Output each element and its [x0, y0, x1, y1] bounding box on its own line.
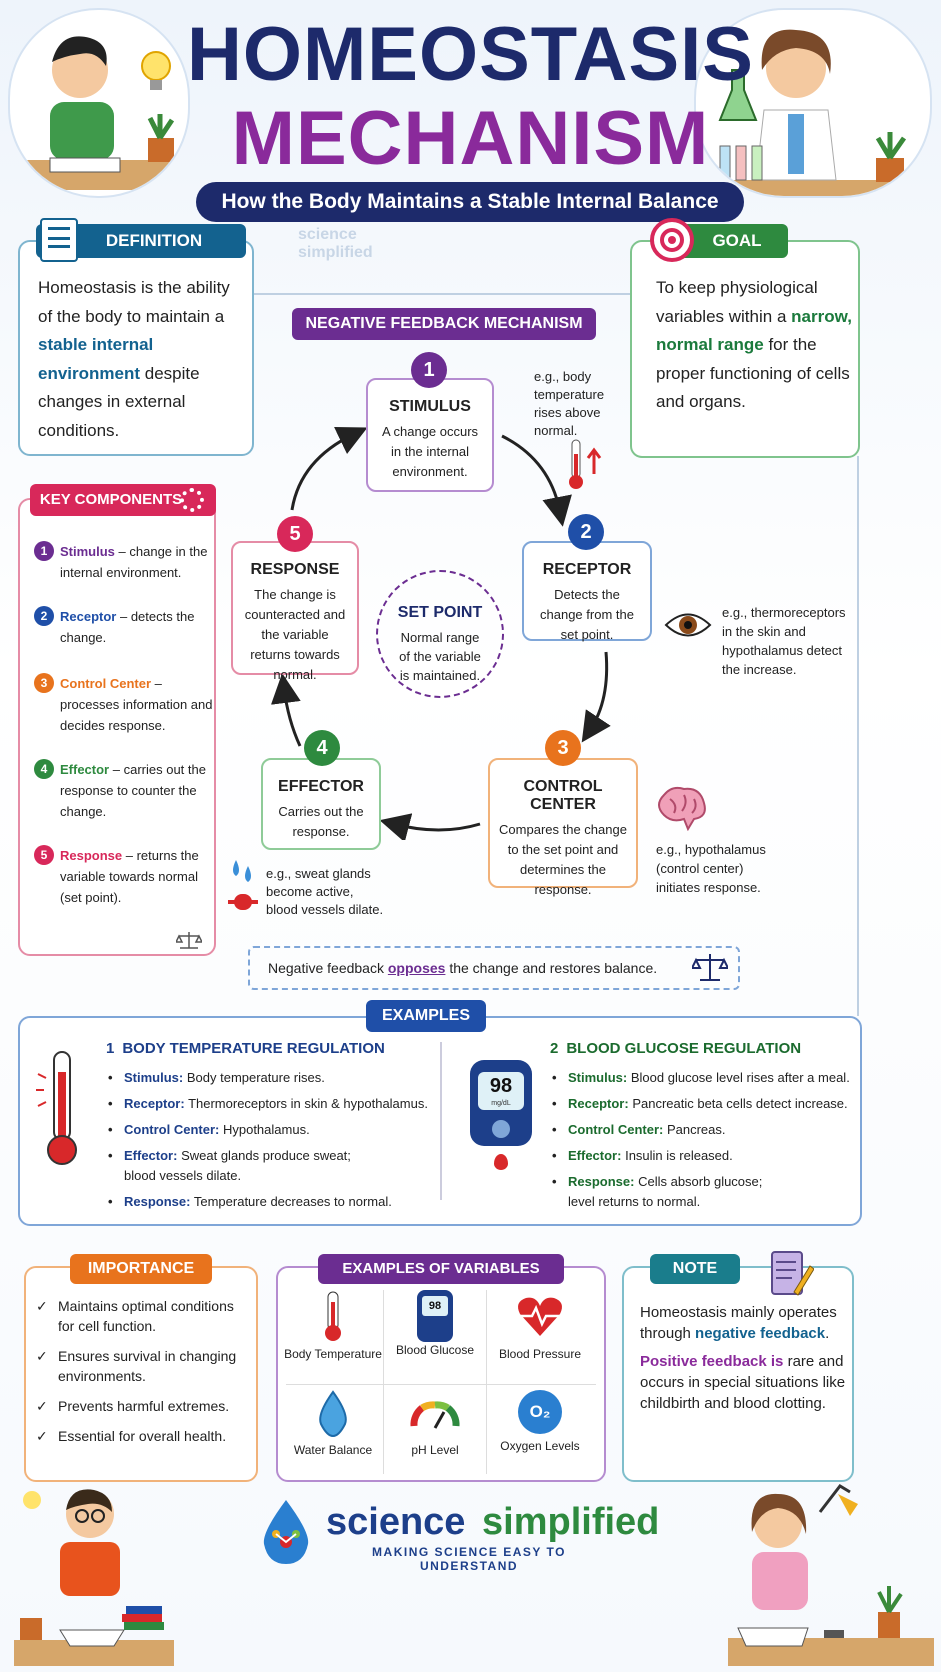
eye-icon	[664, 610, 712, 640]
step-1-badge: 1	[411, 352, 447, 388]
stimulus-example: e.g., body temperature rises above norma…	[534, 369, 605, 438]
receptor-node: RECEPTOR Detects the change from the set…	[522, 541, 652, 642]
example1-list: Stimulus: Body temperature rises. Recept…	[108, 1068, 434, 1218]
definition-box	[18, 240, 254, 456]
glucose-meter-icon: 98 mg/dL	[468, 1060, 534, 1172]
sweat-drops-icon	[228, 856, 258, 920]
note-heading: NOTE	[650, 1254, 740, 1284]
brand-name: science simplified	[326, 1501, 660, 1543]
brand-tagline: MAKING SCIENCE EASY TO UNDERSTAND	[372, 1545, 566, 1573]
set-point-desc: Normal range of the variable is maintain…	[399, 630, 481, 683]
page-title-line1: HOMEOSTASIS	[187, 12, 754, 97]
student-writing-illustration	[728, 1452, 934, 1666]
step-2-badge: 2	[568, 514, 604, 550]
key-component-2: 2 Receptor – detects the change.	[34, 606, 214, 648]
definition-heading: DEFINITION	[105, 231, 203, 250]
note-box	[622, 1266, 854, 1482]
frame-right-line	[857, 456, 859, 1016]
definition-text: Homeostasis is the ability of the body t…	[38, 278, 230, 440]
notepad-icon	[766, 1248, 815, 1300]
mechanism-heading: NEGATIVE FEEDBACK MECHANISM	[292, 308, 596, 340]
page-subtitle: How the Body Maintains a Stable Internal…	[196, 182, 744, 222]
watermark: science simplified	[298, 226, 373, 261]
page-title-line2: MECHANISM	[231, 96, 710, 181]
key-components-box	[18, 498, 216, 956]
importance-list: Maintains optimal conditions for cell fu…	[36, 1296, 246, 1456]
variables-vline-1	[383, 1290, 384, 1474]
cycle-arrows	[270, 426, 611, 840]
key-component-3: 3 Control Center – processes information…	[34, 673, 214, 736]
key-component-1: 1 Stimulus – change in the internal envi…	[34, 541, 214, 583]
control-center-node: CONTROL CENTER Compares the change to th…	[488, 758, 638, 897]
goal-text: To keep physiological variables within a…	[656, 278, 852, 412]
student-reading-illustration	[14, 1480, 174, 1666]
thermometer-rising-icon	[566, 438, 606, 492]
set-point-title: SET POINT	[397, 604, 483, 621]
variable-body-temperature: Body Temperature	[281, 1290, 385, 1362]
variables-heading: EXAMPLES OF VARIABLES	[318, 1254, 564, 1284]
variable-ph-level: pH Level	[383, 1390, 487, 1458]
control-center-example: e.g., hypothalamus (control center) init…	[656, 842, 766, 895]
variables-vline-2	[486, 1290, 487, 1474]
key-component-5: 5 Response – returns the variable toward…	[34, 845, 214, 908]
variable-blood-pressure: Blood Pressure	[488, 1290, 592, 1362]
variables-hline	[286, 1384, 596, 1385]
step-5-badge: 5	[277, 516, 313, 552]
oxygen-icon: O₂	[518, 1390, 562, 1434]
document-icon	[40, 218, 78, 262]
note-text: Homeostasis mainly operates through nega…	[640, 1304, 846, 1412]
thermometer-icon	[34, 1050, 90, 1168]
variable-water-balance: Water Balance	[281, 1390, 385, 1458]
water-drop-icon	[319, 1390, 347, 1438]
effector-node: EFFECTOR Carries out the response.	[261, 758, 381, 850]
example2-list: Stimulus: Blood glucose level rises afte…	[552, 1068, 854, 1218]
examples-divider	[440, 1042, 442, 1200]
key-component-4: 4 Effector – carries out the response to…	[34, 759, 214, 822]
variable-oxygen-levels: O₂ Oxygen Levels	[488, 1390, 592, 1454]
goal-heading: GOAL	[712, 231, 762, 250]
step-3-badge: 3	[545, 730, 581, 766]
examples-heading: EXAMPLES	[366, 1000, 486, 1032]
student-thinking-illustration	[8, 8, 190, 198]
feedback-summary: Negative feedback opposes the change and…	[248, 946, 740, 990]
summary-balance-icon	[690, 952, 730, 982]
importance-heading: IMPORTANCE	[70, 1254, 212, 1284]
effector-example: e.g., sweat glands become active, blood …	[266, 866, 384, 917]
variable-blood-glucose: 98 Blood Glucose	[383, 1290, 487, 1358]
set-point-circle: SET POINT Normal range of the variable i…	[376, 570, 504, 698]
scientist-illustration	[694, 8, 932, 198]
glucose-meter-icon: 98	[417, 1290, 453, 1342]
target-icon	[650, 218, 694, 262]
step-4-badge: 4	[304, 730, 340, 766]
stimulus-node: STIMULUS A change occurs in the internal…	[366, 378, 494, 492]
frame-connector	[254, 293, 634, 295]
response-node: RESPONSE The change is counteracted and …	[231, 541, 359, 682]
balance-scale-icon	[174, 930, 204, 950]
brand-logo-drop	[258, 1498, 314, 1568]
ph-gauge-icon	[410, 1401, 460, 1429]
gear-icon	[180, 488, 204, 512]
brain-icon	[654, 785, 708, 832]
receptor-example: e.g., thermoreceptors in the skin and hy…	[722, 605, 846, 677]
thermometer-icon	[325, 1291, 341, 1341]
heart-icon	[518, 1297, 562, 1336]
